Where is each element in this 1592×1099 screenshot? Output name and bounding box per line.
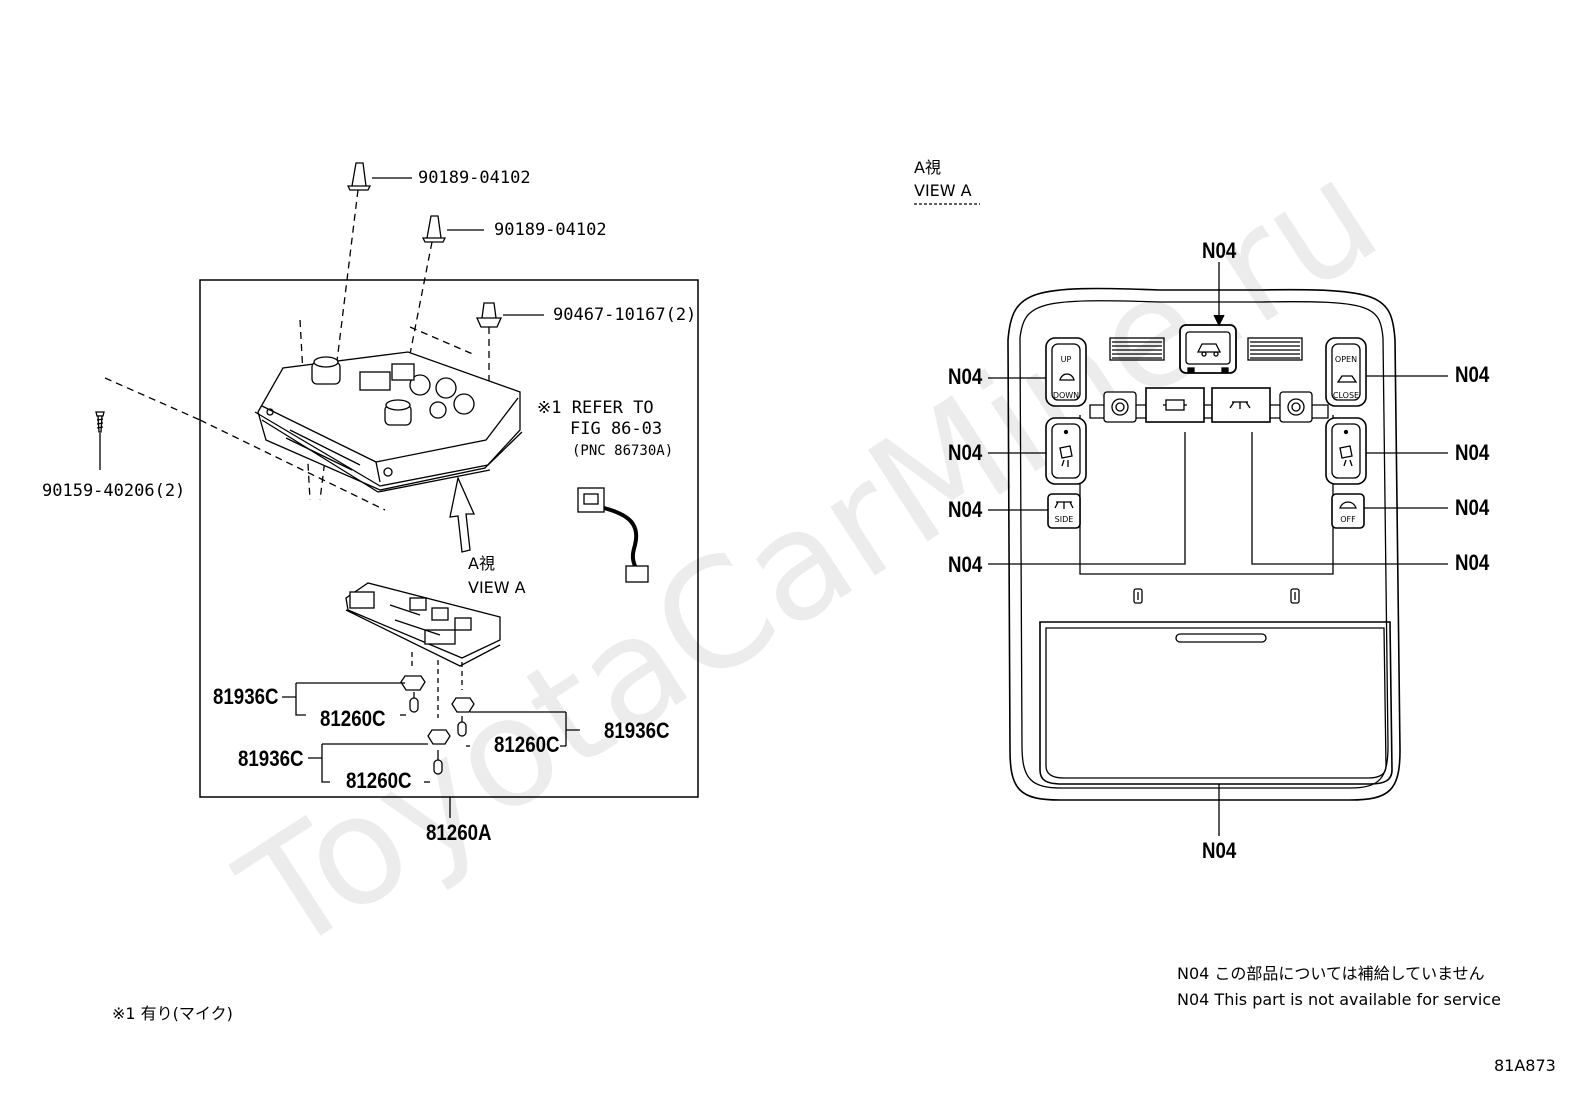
up-label: UP — [1061, 355, 1072, 364]
n04-callout: N04 — [948, 440, 983, 465]
down-label: DOWN — [1053, 391, 1079, 400]
right-reading-light-button — [1325, 417, 1367, 485]
bulb-icon — [457, 716, 467, 737]
map-lamp-button — [1279, 391, 1313, 423]
n04-note-en: N04 This part is not available for servi… — [1177, 990, 1501, 1009]
assembly-frame — [199, 279, 699, 798]
clip-icon — [475, 302, 503, 328]
view-arrow — [449, 475, 476, 553]
clip-icon — [421, 215, 447, 243]
socket-part-number: 81936C — [238, 746, 304, 771]
open-label: OPEN — [1335, 355, 1357, 364]
clip-part-number: 90189-04102 — [418, 168, 531, 188]
n04-callout: N04 — [948, 497, 983, 522]
view-title-jp: A視 — [914, 158, 941, 177]
telematics-button — [1179, 324, 1237, 374]
clip-icon — [346, 162, 372, 191]
n04-callout: N04 — [1455, 362, 1490, 387]
screw-part-number: 90159-40206(2) — [42, 481, 186, 501]
interior-light-button — [1145, 387, 1205, 423]
clip-icon — [1290, 588, 1300, 604]
view-label-jp: A視 — [468, 554, 495, 573]
clip-icon — [1133, 588, 1143, 604]
sunroof-tilt-button: UP DOWN — [1045, 337, 1087, 407]
callout-leaders — [988, 262, 1448, 836]
socket-part-number: 81936C — [213, 684, 279, 709]
view-label-en: VIEW A — [468, 578, 526, 597]
socket-icon — [427, 729, 451, 745]
sunroof-slide-button: OPEN CLOSE — [1325, 337, 1367, 407]
figure-id: 81A873 — [1494, 1056, 1556, 1075]
n04-callout: N04 — [1455, 440, 1490, 465]
left-vent — [1109, 337, 1165, 361]
wire-harness — [577, 487, 649, 583]
bulb-part-number: 81260C — [346, 768, 412, 793]
footnote: ※1 有り(マイク) — [112, 1004, 233, 1023]
refer-note: (PNC 86730A) — [572, 443, 674, 459]
refer-note: FIG 86-03 — [570, 419, 663, 439]
socket-icon — [451, 697, 475, 713]
circuit-board — [345, 582, 501, 667]
n04-callout: N04 — [948, 552, 983, 577]
view-title-en: VIEW A — [914, 181, 972, 200]
off-label: OFF — [1340, 515, 1356, 524]
bulb-icon — [433, 750, 443, 775]
side-label: SIDE — [1055, 515, 1074, 524]
bulb-icon — [409, 692, 419, 713]
refer-note: ※1 REFER TO — [537, 398, 654, 418]
clip-part-number: 90189-04102 — [494, 220, 607, 240]
bulb-part-number: 81260C — [494, 732, 560, 757]
n04-note-jp: N04 この部品については補給していません — [1177, 964, 1485, 983]
n04-callout: N04 — [1455, 495, 1490, 520]
close-label: CLOSE — [1333, 391, 1359, 400]
screw-icon — [95, 411, 105, 433]
side-light-button: SIDE — [1047, 493, 1081, 529]
bulb-part-number: 81260C — [320, 706, 386, 731]
n04-callout: N04 — [1455, 550, 1490, 575]
map-lamp-button — [1103, 391, 1137, 423]
n04-callout: N04 — [1202, 238, 1237, 263]
n04-callout: N04 — [948, 364, 983, 389]
sunglasses-holder — [1039, 621, 1393, 785]
socket-icon — [400, 675, 426, 691]
dome-light-button — [1211, 387, 1271, 423]
clip-part-number: 90467-10167(2) — [553, 305, 697, 325]
assembly-part-number: 81260A — [426, 820, 492, 845]
left-reading-light-button — [1045, 417, 1087, 485]
console-body — [254, 351, 523, 493]
n04-callout: N04 — [1202, 838, 1237, 863]
right-vent — [1247, 337, 1303, 361]
off-light-button: OFF — [1331, 493, 1365, 529]
socket-part-number: 81936C — [604, 718, 670, 743]
